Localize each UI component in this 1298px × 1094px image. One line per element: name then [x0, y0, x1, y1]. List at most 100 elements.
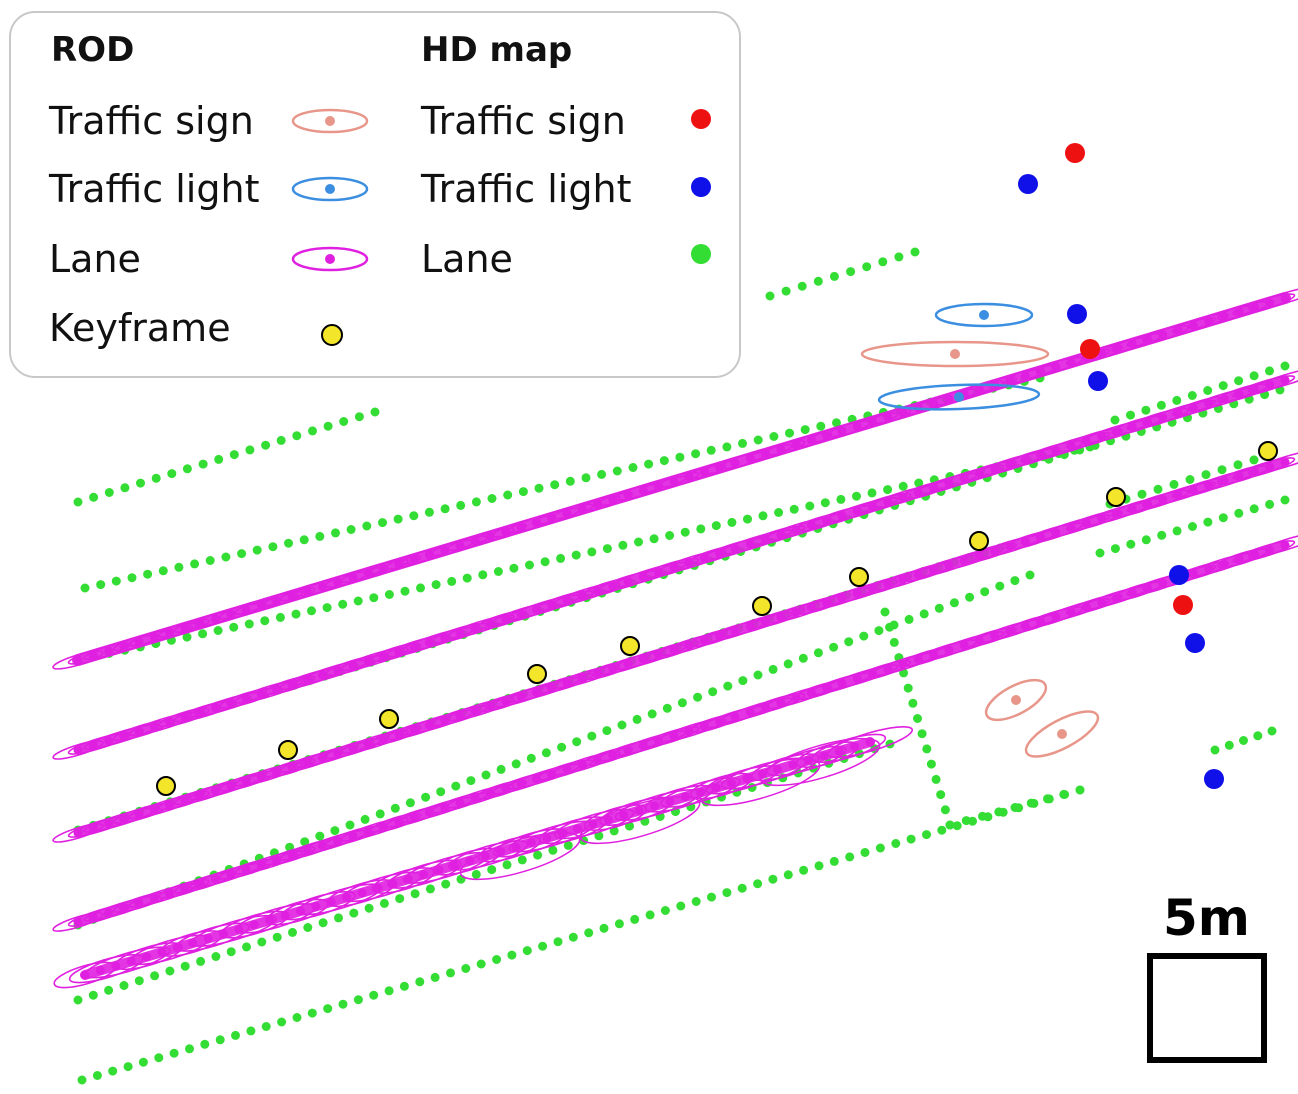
hd-lane-point: [456, 874, 466, 884]
rod-lane-point: [241, 865, 251, 874]
rod-lane-point: [88, 912, 98, 922]
rod-lane-point: [898, 574, 908, 584]
rod-lane-point: [440, 803, 450, 812]
rod-lane-point: [302, 845, 312, 855]
rod-lane-point: [88, 650, 98, 660]
rod-lane-point: [180, 884, 190, 894]
hd-lane-point: [599, 923, 609, 933]
hd-lane-point: [261, 1022, 271, 1031]
hd-lane-point: [1172, 526, 1182, 536]
hd-lane-point: [362, 521, 372, 531]
rod-lane-point: [333, 577, 343, 587]
rod-lane-point: [256, 600, 266, 610]
hd-lane-point: [242, 942, 251, 952]
rod-lane-point: [1219, 311, 1229, 321]
legend-rod-keyframe-label: Keyframe: [49, 306, 231, 350]
hd-lane-point: [260, 616, 270, 626]
hd-lane-point: [693, 692, 703, 702]
keyframe-point: [527, 664, 547, 684]
hd-lane-point: [213, 626, 223, 635]
hd-lane-point: [789, 504, 799, 514]
rod-lane-point: [234, 924, 244, 934]
rod-lane-point: [1036, 616, 1045, 626]
hd-lane-point: [471, 869, 481, 879]
rod-lane-point: [511, 842, 521, 852]
rod-lane-point: [776, 530, 786, 540]
hd-lane-point: [722, 888, 732, 898]
hd-lane-point: [493, 567, 503, 576]
rod-lane-point: [773, 764, 783, 774]
rod-lane-point: [1249, 466, 1259, 476]
hd-lane-point: [647, 709, 657, 719]
rod-lane-point: [665, 796, 675, 806]
hd-lane-point: [584, 928, 594, 938]
hd-lane-point: [322, 603, 332, 613]
rod-lane-point: [357, 888, 367, 898]
hd-traffic-light-point: [1204, 769, 1224, 789]
rod-lane-point: [577, 590, 587, 600]
hd-lane-point: [1126, 539, 1136, 549]
hd-lane-point: [1280, 361, 1290, 371]
rod-lane-point: [776, 612, 786, 622]
rod-lane-point: [88, 740, 98, 750]
hd-lane-point: [252, 545, 262, 555]
hd-lane-point: [816, 421, 826, 431]
hd-lane-point: [393, 514, 403, 524]
hd-lane-point: [743, 514, 752, 524]
rod-lane-point: [287, 762, 297, 772]
hd-lane-point: [369, 990, 379, 1000]
rod-traffic-sign-point: [950, 349, 960, 359]
hd-lane-point: [914, 478, 924, 488]
rod-lane-point: [394, 559, 404, 569]
hd-lane-point: [675, 452, 685, 462]
hd-lane-point: [503, 490, 513, 500]
rod-lane-point: [486, 531, 495, 541]
hd-lane-point: [676, 901, 686, 911]
rod-lane-point: [623, 659, 633, 669]
rod-lane-point: [195, 708, 205, 717]
rod-lane-point: [868, 417, 877, 427]
hd-lane-point: [691, 897, 701, 906]
hd-lane-point: [456, 500, 466, 510]
rod-lane-point: [803, 755, 813, 765]
rod-lane-point: [455, 798, 465, 808]
hd-lane-point: [628, 463, 638, 472]
rod-lane-point: [119, 903, 129, 913]
hd-lane-point: [299, 535, 309, 545]
rod-lane-point: [730, 458, 740, 468]
rod-lane-point: [898, 492, 908, 502]
hd-lane-point: [375, 809, 385, 819]
rod-lane-point: [1280, 375, 1290, 385]
hd-lane-point: [723, 681, 733, 691]
rod-lane-point: [1188, 321, 1198, 330]
rod-lane-point: [486, 619, 495, 628]
legend-rod-lane-ellipse-icon: [291, 246, 369, 272]
hd-lane-point: [275, 612, 285, 622]
hd-lane-point: [461, 964, 471, 973]
rod-lane-point: [211, 786, 220, 796]
hd-lane-point: [1126, 410, 1135, 420]
hd-lane-point: [644, 459, 654, 469]
hd-lane-point: [354, 412, 364, 422]
rod-lane-point: [348, 661, 358, 671]
rod-lane-point: [104, 736, 114, 746]
hd-lane-point: [466, 776, 476, 786]
rod-lane-point: [761, 617, 770, 627]
hd-lane-point: [330, 826, 340, 836]
rod-lane-point: [470, 623, 480, 633]
rod-lane-point: [211, 614, 220, 624]
hd-lane-point: [205, 556, 215, 565]
hd-lane-point: [799, 865, 809, 875]
rod-lane-point: [219, 929, 228, 939]
rod-lane-point: [302, 675, 312, 685]
rod-lane-point: [1051, 612, 1061, 622]
keyframe-points: [156, 441, 1278, 796]
rod-lane-point: [1219, 394, 1229, 404]
rod-lane-point: [745, 539, 755, 549]
hd-lane-point: [1156, 400, 1166, 410]
rod-lane-point: [715, 631, 725, 641]
rod-lane-point: [990, 546, 1000, 556]
hd-lane-point: [737, 883, 747, 893]
hd-lane-point: [487, 865, 497, 875]
hd-lane-point: [431, 580, 441, 590]
